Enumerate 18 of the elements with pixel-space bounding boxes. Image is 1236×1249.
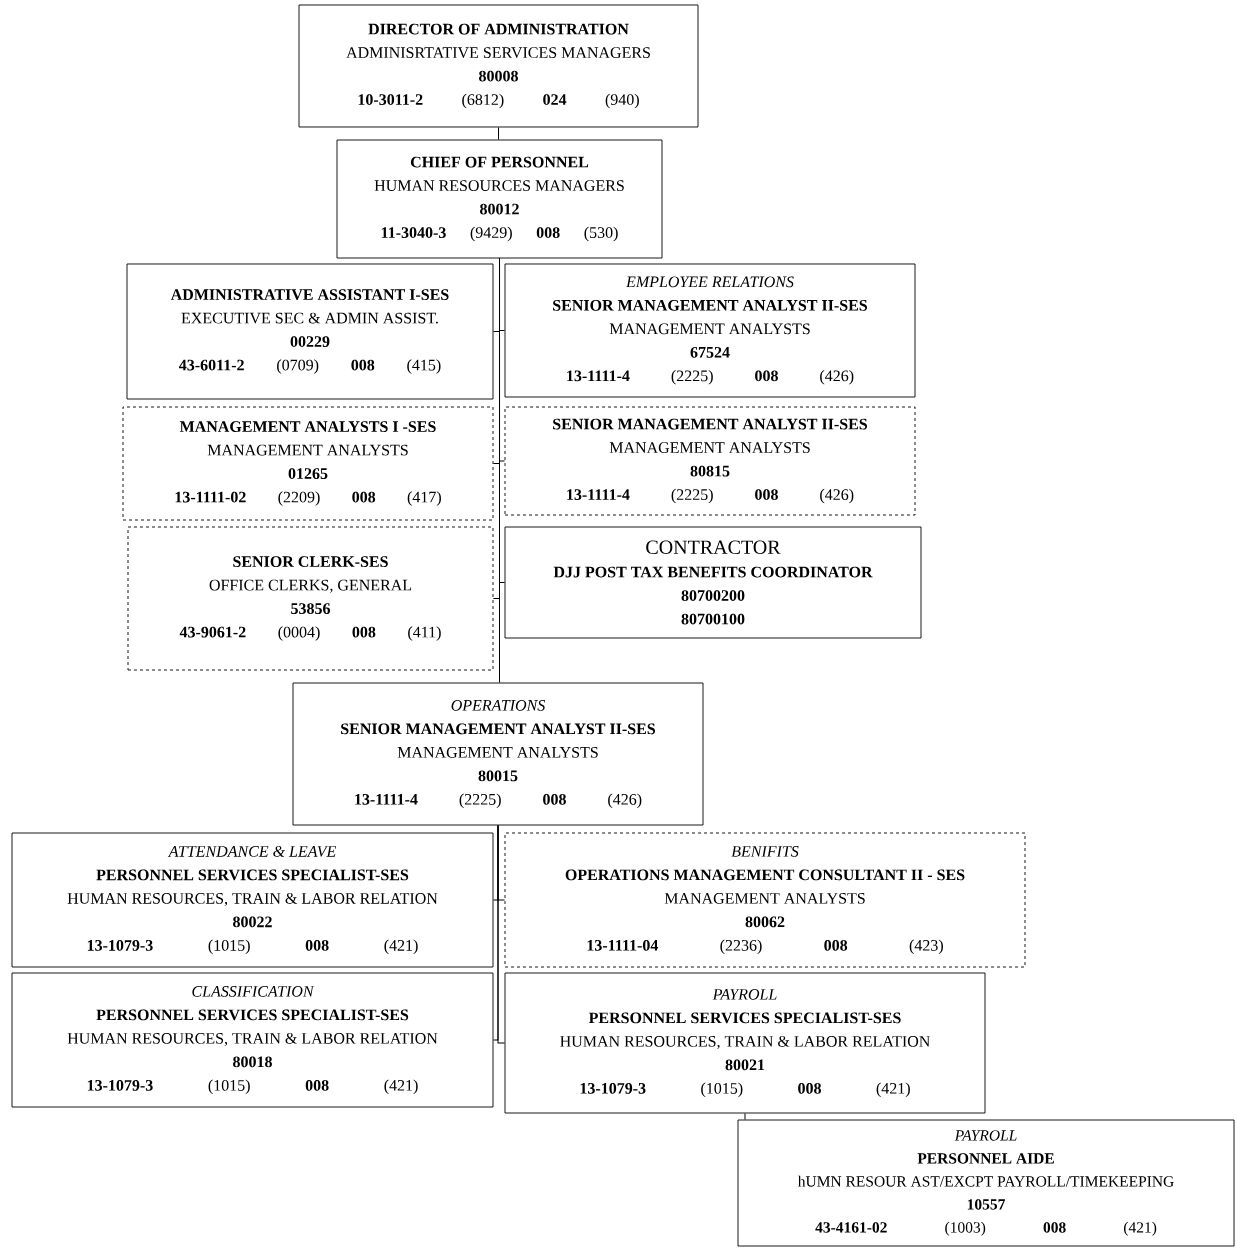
position-box: ADMINISTRATIVE ASSISTANT I-SES EXECUTIVE SEC & ADMIN ASSIST. 00229 43-6011-2 (0709) 008 (415) xyxy=(126,263,494,400)
position-box: MANAGEMENT ANALYSTS I -SES MANAGEMENT ANALYSTS 01265 13-1111-02 (2209) 008 (417) xyxy=(122,406,494,521)
position-box: OPERATIONS SENIOR MANAGEMENT ANALYST II-SES MANAGEMENT ANALYSTS 80015 13-1111-4 (2225) 008 (426) xyxy=(292,682,704,826)
connector-line xyxy=(498,126,499,141)
position-box: SENIOR CLERK-SES OFFICE CLERKS, GENERAL 53856 43-9061-2 (0004) 008 (411) xyxy=(127,526,494,671)
connector-line xyxy=(744,1112,746,1121)
connector-line xyxy=(499,257,500,684)
position-box: CONTRACTOR DJJ POST TAX BENEFITS COORDINATOR 80700200 80700100 xyxy=(504,526,922,639)
position-box: ATTENDANCE & LEAVE PERSONNEL SERVICES SPECIALIST-SES HUMAN RESOURCES, TRAIN & LABOR RELATION 80022 13-1079-3 (1015) 008 (421) xyxy=(11,832,494,968)
position-box: SENIOR MANAGEMENT ANALYST II-SES MANAGEMENT ANALYSTS 80815 13-1111-4 (2225) 008 (426) xyxy=(504,406,916,516)
position-box: PAYROLL PERSONNEL SERVICES SPECIALIST-SES HUMAN RESOURCES, TRAIN & LABOR RELATION 80021 13-1079-3 (1015) 008 (421) xyxy=(504,972,986,1114)
position-box: DIRECTOR OF ADMINISTRATION ADMINISRTATIVE SERVICES MANAGERS 80008 10-3011-2 (6812) 024 (940) xyxy=(298,4,699,128)
connector-line xyxy=(497,824,506,1044)
position-box: CLASSIFICATION PERSONNEL SERVICES SPECIALIST-SES HUMAN RESOURCES, TRAIN & LABOR RELATION 80018 13-1079-3 (1015) 008 (421) xyxy=(11,972,494,1108)
position-box: PAYROLL PERSONNEL AIDE hUMN RESOUR AST/EXCPT PAYROLL/TIMEKEEPING 10557 43-4161-02 (1003) 008 (421) xyxy=(737,1119,1235,1247)
position-box: EMPLOYEE RELATIONS SENIOR MANAGEMENT ANALYST II-SES MANAGEMENT ANALYSTS 67524 13-1111-4 (2225) 008 (426) xyxy=(504,263,916,398)
position-box: BENIFITS OPERATIONS MANAGEMENT CONSULTANT II - SES MANAGEMENT ANALYSTS 80062 13-1111-04 (2236) 008 (423) xyxy=(504,832,1026,968)
position-box: CHIEF OF PERSONNEL HUMAN RESOURCES MANAGERS 80012 11-3040-3 (9429) 008 (530) xyxy=(336,139,663,259)
